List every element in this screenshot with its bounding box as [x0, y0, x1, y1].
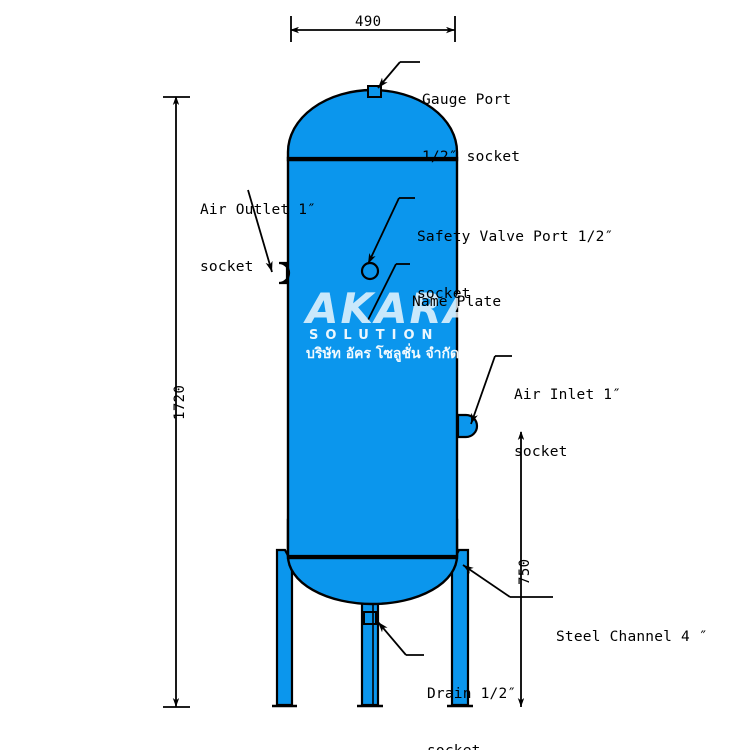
leader-gauge-port: [377, 61, 420, 89]
leader-drain: [377, 621, 424, 656]
leader-steel-channel: [462, 564, 553, 598]
callout-air-inlet-line1: Air Inlet 1″: [514, 387, 622, 403]
callout-gauge-port-line2: 1/2″ socket: [422, 149, 521, 165]
drain-socket: [363, 611, 377, 625]
gauge-port-nozzle: [367, 85, 382, 98]
dimension-label-750: 750: [517, 558, 533, 586]
callout-name-plate: Name Plate: [412, 255, 501, 350]
callout-air-outlet: Air Outlet 1″ socket: [200, 163, 316, 315]
leader-air-inlet: [470, 355, 512, 425]
callout-gauge-port-line1: Gauge Port: [422, 92, 512, 108]
callout-air-inlet-line2: socket: [514, 444, 568, 460]
callout-air-outlet-line2: socket: [200, 259, 254, 275]
leader-air-outlet: [247, 189, 273, 273]
leader-safety-valve: [367, 197, 415, 265]
callout-drain-line1: Drain 1/2″: [427, 686, 517, 702]
callout-name-plate-line1: Name Plate: [412, 294, 502, 310]
leader-name-plate: [367, 263, 410, 321]
air-outlet-nozzle: [278, 261, 291, 285]
callout-air-outlet-line1: Air Outlet 1″: [200, 202, 317, 218]
dimension-label-490: 490: [355, 14, 382, 30]
dimension-label-1720: 1720: [172, 384, 188, 420]
callout-gauge-port: Gauge Port 1/2″ socket: [422, 53, 520, 205]
tank-vessel: [286, 88, 459, 606]
dimension-width-490: [290, 16, 456, 42]
callout-drain: Drain 1/2″ socket: [427, 647, 516, 750]
callout-steel-channel: Steel Channel 4 ″: [556, 590, 708, 685]
callout-drain-line2: socket: [427, 742, 516, 750]
callout-steel-channel-line1: Steel Channel 4 ″: [556, 629, 708, 645]
callout-safety-valve-line2: socket: [417, 286, 471, 302]
callout-air-inlet: Air Inlet 1″ socket: [514, 348, 621, 500]
callout-safety-valve-line1: Safety Valve Port 1/2″: [417, 229, 614, 245]
dimension-height-1720: [163, 96, 190, 708]
air-inlet-nozzle: [456, 413, 479, 439]
callout-safety-valve: Safety Valve Port 1/2″ socket: [417, 190, 613, 342]
